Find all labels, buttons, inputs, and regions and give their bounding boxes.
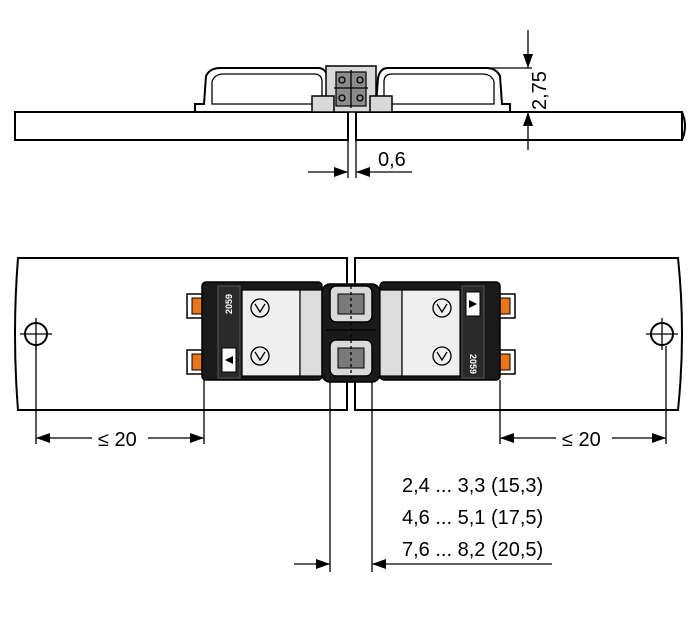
span-label-3: 7,6 ... 8,2 (20,5) — [402, 539, 543, 561]
gap-dimension: 0,6 — [308, 140, 412, 178]
left-distance-label: ≤ 20 — [98, 429, 137, 451]
height-dimension: 2,75 — [392, 30, 551, 150]
center-coupler — [321, 283, 381, 383]
mounting-hole-left — [20, 318, 52, 350]
span-label-1: 2,4 ... 3,3 (15,3) — [402, 475, 543, 497]
right-part-number: 2059 — [468, 354, 478, 374]
right-connector: 2059 — [379, 281, 516, 381]
left-part-number: 2059 — [224, 294, 234, 314]
top-view: 2059 — [14, 257, 683, 572]
side-view: 2,75 0,6 — [14, 30, 686, 178]
right-distance-dimension: ≤ 20 — [499, 346, 667, 451]
span-label-2: 4,6 ... 5,1 (17,5) — [402, 507, 543, 529]
span-dimension: 2,4 ... 3,3 (15,3) 4,6 ... 5,1 (17,5) 7,… — [294, 382, 552, 572]
left-distance-dimension: ≤ 20 — [35, 346, 205, 451]
mounting-hole-right — [646, 318, 678, 350]
height-label: 2,75 — [529, 71, 551, 110]
right-distance-label: ≤ 20 — [562, 429, 601, 451]
side-pcb-right-body — [355, 111, 683, 141]
side-pcb-left-body — [14, 111, 349, 141]
left-connector: 2059 — [186, 281, 323, 381]
gap-label: 0,6 — [378, 149, 406, 171]
side-center-connector — [311, 65, 393, 113]
